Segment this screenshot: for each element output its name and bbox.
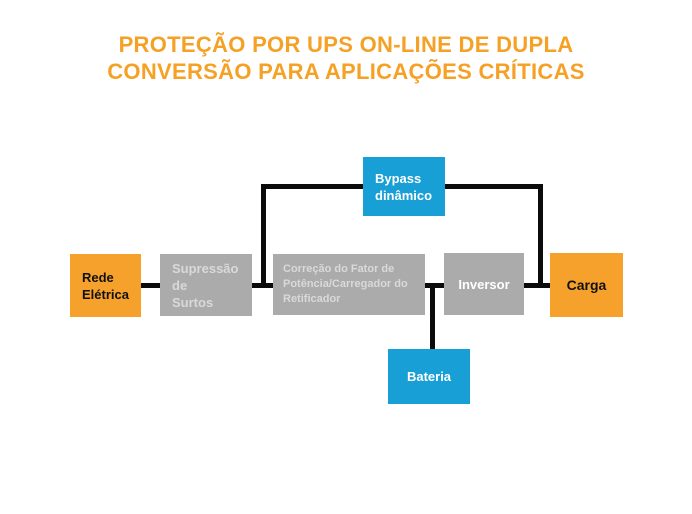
node-rede-line1: Rede — [82, 269, 114, 285]
node-retificador-line1: Correção do Fator de — [283, 263, 395, 275]
node-carga-label: Carga — [566, 277, 607, 293]
node-rede-line2: Elétrica — [82, 286, 129, 302]
battery-line-vertical — [430, 283, 435, 353]
page-title: PROTEÇÃO POR UPS ON-LINE DE DUPLA CONVER… — [0, 31, 692, 85]
node-inversor: Inversor — [444, 253, 524, 315]
node-bateria-label: Bateria — [406, 369, 452, 384]
connector-rede-supressao — [140, 283, 162, 288]
node-inversor-label: Inversor — [458, 276, 510, 292]
node-carga: Carga — [550, 253, 623, 317]
node-retificador-line2: Potência/Carregador do — [283, 278, 408, 290]
page-title-line1: PROTEÇÃO POR UPS ON-LINE DE DUPLA — [118, 32, 574, 57]
connector-inversor-carga — [523, 283, 552, 288]
node-retificador-line3: Retificador — [283, 293, 341, 305]
node-retificador: Correção do Fator de Potência/Carregador… — [273, 254, 425, 315]
connector-supressao-retificador — [251, 283, 275, 288]
node-bateria: Bateria — [388, 349, 470, 404]
bypass-line-right-vertical — [538, 184, 543, 288]
node-bypass-line1: Bypass — [375, 170, 422, 186]
bypass-line-left-vertical — [261, 184, 266, 288]
node-supressao-line1: Supressão de — [172, 260, 239, 293]
node-bypass-line2: dinâmico — [375, 187, 433, 203]
page-title-line2: CONVERSÃO PARA APLICAÇÕES CRÍTICAS — [107, 59, 585, 84]
node-rede-eletrica: Rede Elétrica — [70, 254, 141, 317]
node-bypass-dinamico: Bypass dinâmico — [363, 157, 445, 216]
node-supressao-surtos: Supressão de Surtos — [160, 254, 252, 316]
node-supressao-line2: Surtos — [172, 294, 214, 310]
